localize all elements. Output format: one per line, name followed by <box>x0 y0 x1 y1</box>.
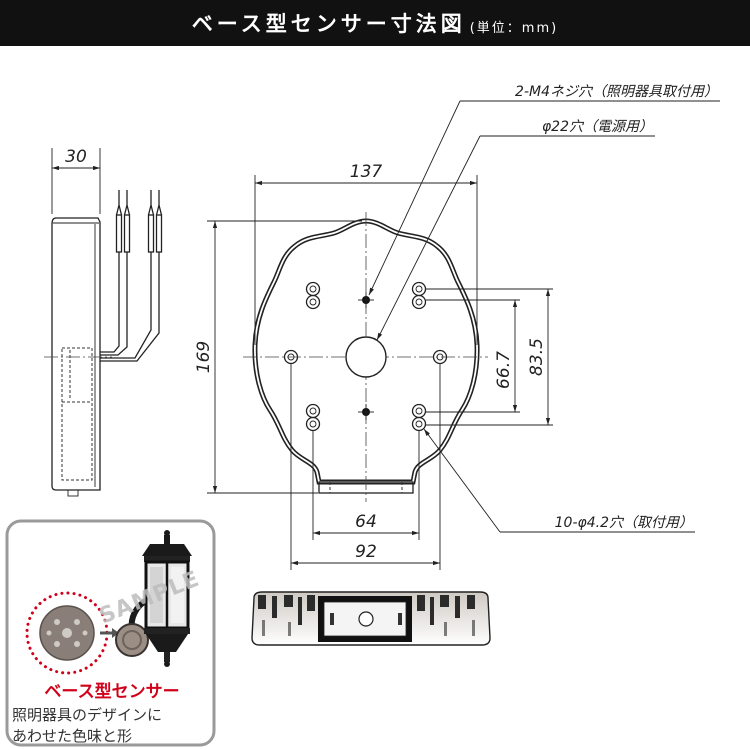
side-hidden-cavity <box>61 347 93 481</box>
wire-terminal <box>115 190 123 253</box>
sensor-plate-photo <box>39 605 95 661</box>
mount-hole <box>305 416 321 432</box>
unit-note: (単位：mm) <box>469 20 559 36</box>
caption-line-1: 照明器具のデザインに <box>12 706 162 724</box>
bottom-texture-left <box>258 595 315 636</box>
wire-terminals <box>115 190 163 253</box>
depth-value: 30 <box>65 147 87 167</box>
mount-hole <box>411 416 427 432</box>
leader-line <box>423 428 501 533</box>
m4-hole <box>358 404 374 420</box>
header-bar: ベース型センサー寸法図 (単位：mm) <box>0 0 750 46</box>
lead-wire <box>100 252 160 362</box>
leader-line <box>376 135 481 341</box>
callout-power-hole: φ22穴（電源用） <box>376 119 655 341</box>
caption-line-2: あわせた色味と形 <box>12 727 132 745</box>
side-body-outline <box>51 217 101 491</box>
mount-hole <box>411 294 427 310</box>
leader-line <box>368 100 461 296</box>
dimension-hole-span-inner: 64 <box>312 431 420 540</box>
side-view: 30 <box>44 147 163 497</box>
callout-mount-holes: 10-φ4.2穴（取付用） <box>423 428 695 533</box>
callout-power-text: φ22穴（電源用） <box>542 119 653 135</box>
dimension-hole-pitch-outer: 83.5 <box>426 288 553 426</box>
m4-screw-holes <box>358 292 374 420</box>
power-hole <box>345 336 387 378</box>
bottom-connector-block <box>318 596 412 642</box>
hole-span-outer-value: 92 <box>355 542 377 562</box>
mount-hole <box>283 349 299 365</box>
hole-span-inner-value: 64 <box>355 512 377 532</box>
lantern-photo <box>115 530 192 667</box>
dimension-hole-pitch-inner: 66.7 <box>426 299 520 413</box>
m4-hole <box>358 292 374 308</box>
width-value: 137 <box>350 162 383 182</box>
dimension-depth: 30 <box>51 147 101 214</box>
dimension-hole-span-outer: 92 <box>290 364 441 570</box>
lead-wires <box>100 252 160 362</box>
page-title: ベース型センサー寸法図 <box>191 12 466 36</box>
lead-wire <box>100 252 152 359</box>
height-value: 169 <box>194 341 214 373</box>
mounting-holes <box>283 281 448 432</box>
lead-wire <box>100 252 120 353</box>
front-view: 137 169 66.7 83.5 <box>194 84 720 570</box>
side-bottom-tab <box>67 489 79 497</box>
mount-hole <box>305 294 321 310</box>
bottom-texture-right <box>417 595 475 636</box>
wire-terminal <box>123 190 131 253</box>
lead-wire <box>100 252 128 356</box>
callout-m4-holes: 2-M4ネジ穴（照明器具取付用） <box>368 84 720 296</box>
dimension-height: 169 <box>194 220 362 494</box>
arrow-icon <box>100 628 119 638</box>
product-label: ベース型センサー <box>44 681 179 702</box>
wire-terminal <box>147 190 155 253</box>
hole-pitch-inner-value: 66.7 <box>494 351 514 389</box>
callout-mount-text: 10-φ4.2穴（取付用） <box>555 515 693 531</box>
wire-terminal <box>155 190 163 253</box>
inset-panel: SAMPLE ベース型センサー 照明器具のデザインに あわせた色味と形 <box>5 519 216 747</box>
hole-pitch-outer-value: 83.5 <box>527 338 547 376</box>
callout-m4-text: 2-M4ネジ穴（照明器具取付用） <box>515 84 718 100</box>
bottom-view <box>251 591 491 646</box>
mount-hole <box>432 349 448 365</box>
dimension-width: 137 <box>254 162 478 345</box>
